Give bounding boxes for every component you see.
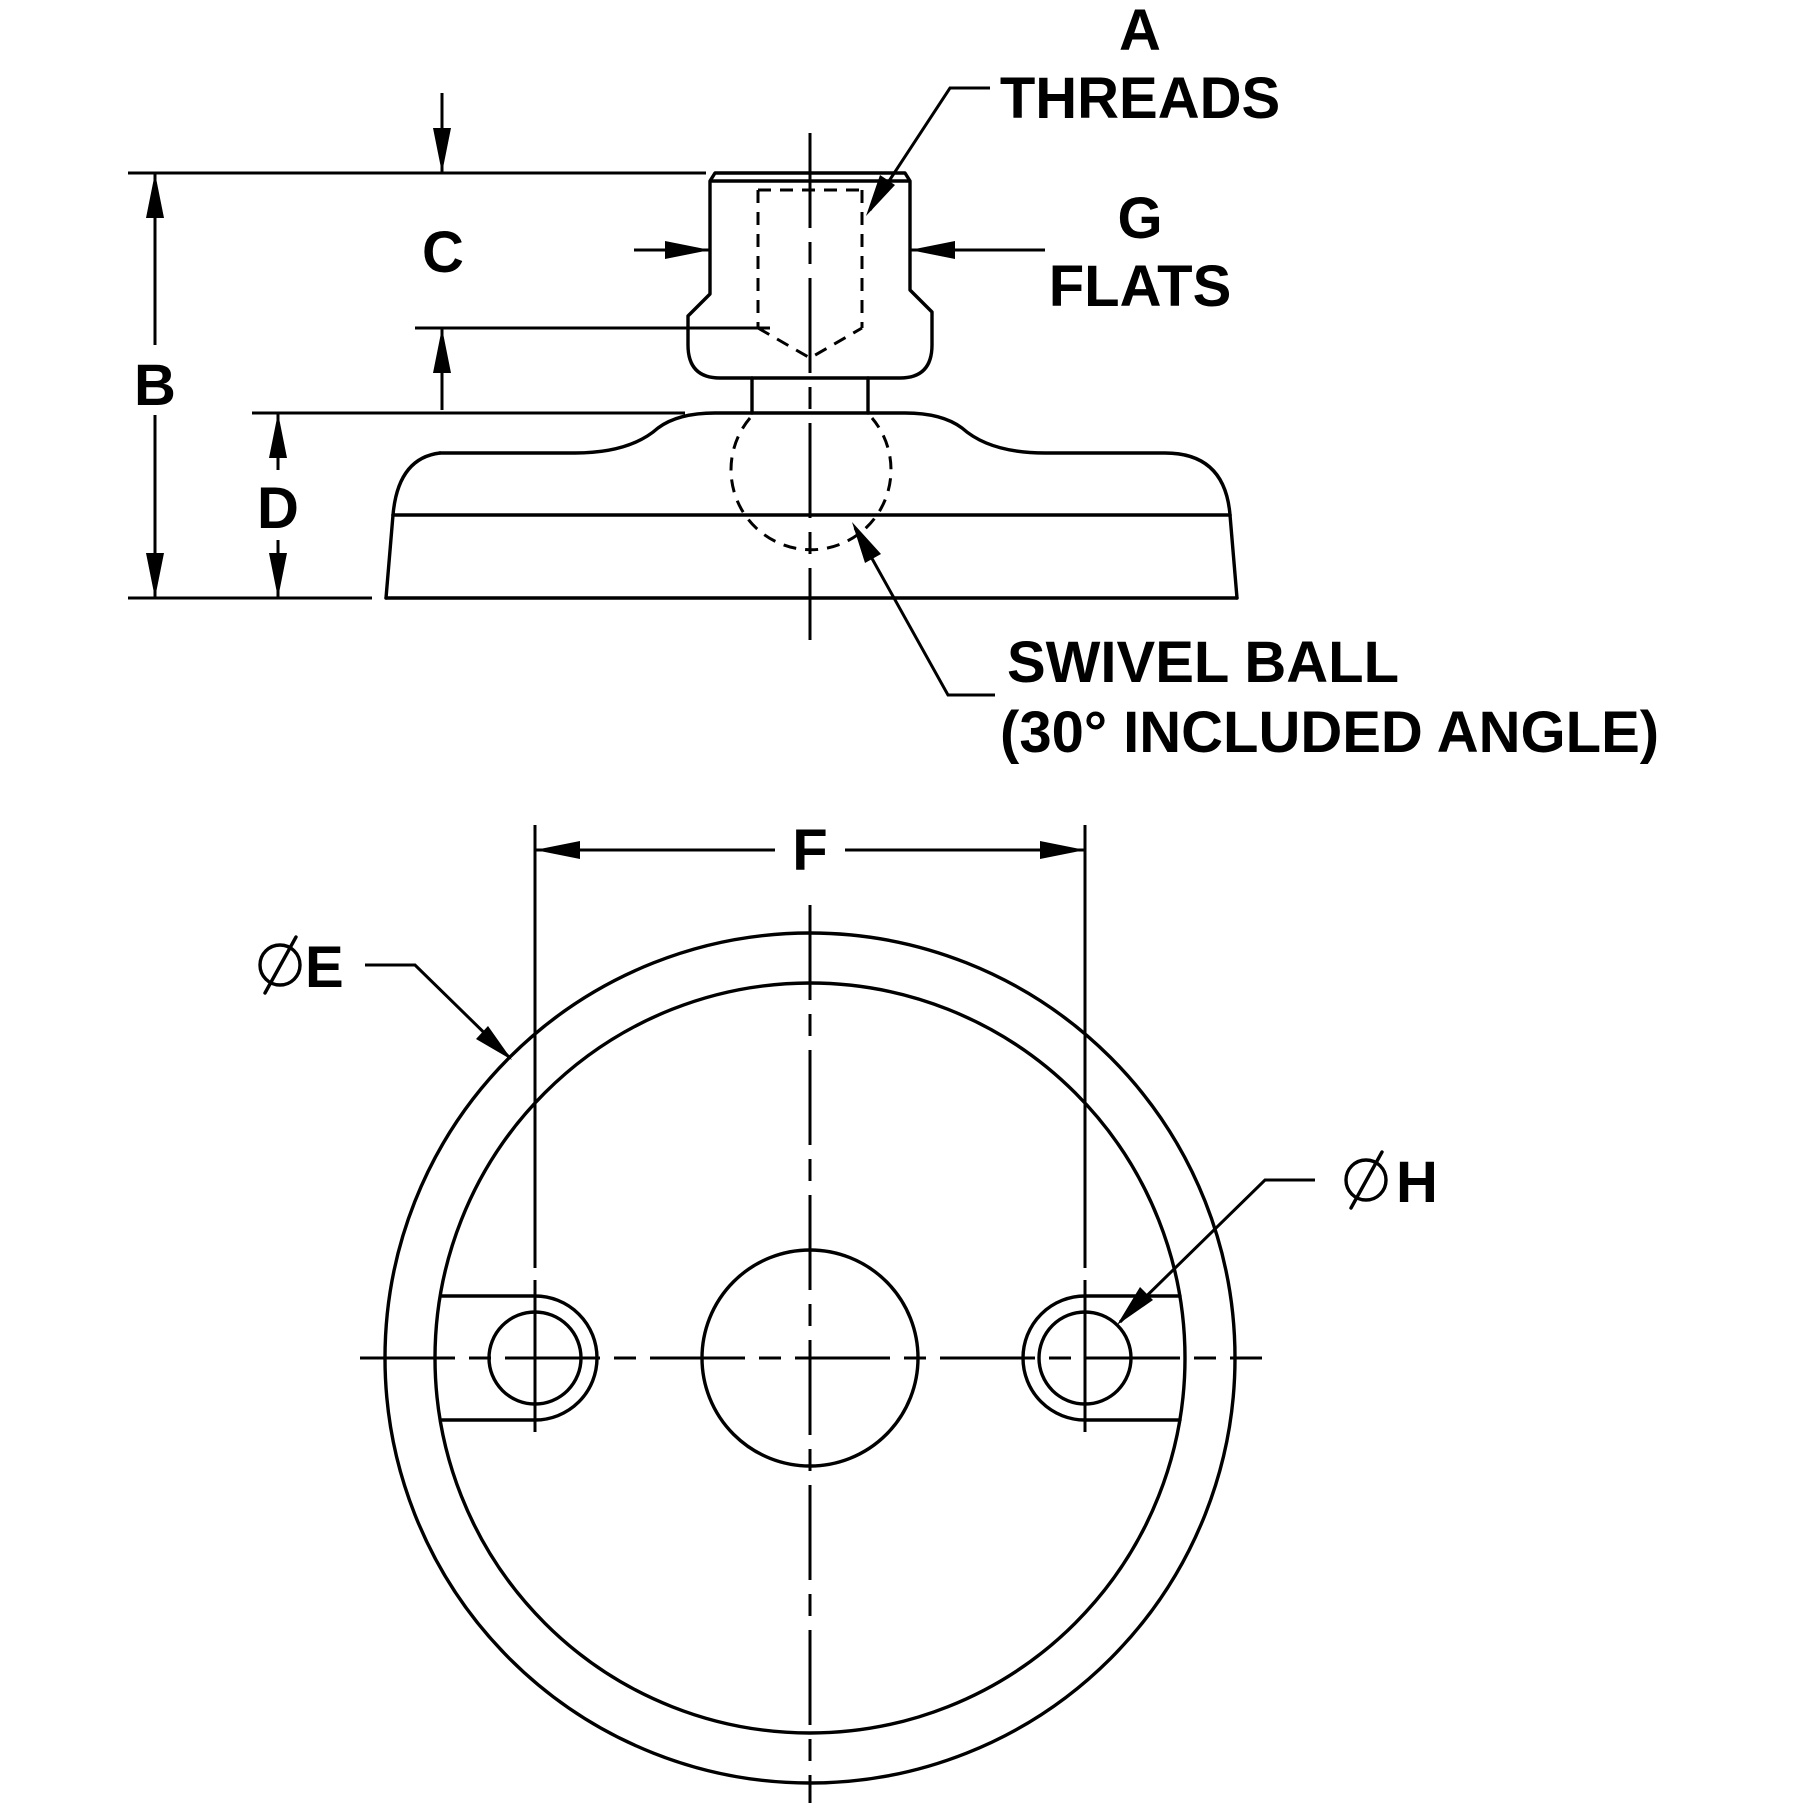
dim-f-arrow-right	[1040, 841, 1085, 859]
dim-g-arrow-right	[910, 241, 955, 259]
dia-e-arrow	[476, 1026, 512, 1060]
g-letter-label: G	[1117, 186, 1162, 251]
diameter-e-symbol	[258, 935, 302, 995]
a-letter-label: A	[1119, 0, 1161, 63]
dim-b-arrow-top	[146, 173, 164, 218]
dim-d-arrow-bottom	[269, 553, 287, 598]
hex-stem-outline	[686, 171, 934, 380]
dim-d-arrow-top	[269, 413, 287, 458]
dim-f-label: F	[792, 818, 827, 883]
diameter-h-symbol	[1344, 1150, 1388, 1210]
dia-e-label: E	[305, 935, 344, 1000]
base-left-shoulder	[391, 451, 442, 517]
dim-b-label: B	[134, 353, 176, 418]
dim-b-arrow-bottom	[146, 553, 164, 598]
base-top-profile	[438, 411, 1232, 517]
dim-c-arrow-down	[433, 128, 451, 173]
thread-hole-hidden	[756, 188, 864, 360]
side-view: B C D G FLATS A THREADS SWIVEL BALL (30°…	[128, 0, 1659, 765]
dim-g-arrow-left	[665, 241, 710, 259]
dia-h-arrow	[1117, 1287, 1153, 1325]
dim-f-arrow-left	[535, 841, 580, 859]
dia-h-label: H	[1396, 1150, 1438, 1215]
swivel-angle-label: (30° INCLUDED ANGLE)	[1000, 700, 1659, 765]
swivel-leader	[853, 527, 995, 697]
base-right-side	[1228, 513, 1239, 600]
swivel-ball-label: SWIVEL BALL	[1007, 630, 1399, 695]
dia-e-leader	[365, 963, 512, 1060]
base-left-side	[384, 513, 395, 600]
swivel-arrow	[852, 522, 881, 563]
dia-h-leader	[1118, 1178, 1315, 1324]
g-flats-label: FLATS	[1049, 254, 1232, 319]
threads-leader	[868, 86, 990, 211]
threads-arrow	[866, 175, 895, 216]
top-view: F E H	[258, 818, 1438, 1803]
dim-c-arrow-up	[433, 328, 451, 373]
dim-c-label: C	[422, 220, 464, 285]
a-threads-label: THREADS	[1000, 66, 1280, 131]
dim-d-label: D	[257, 476, 299, 541]
